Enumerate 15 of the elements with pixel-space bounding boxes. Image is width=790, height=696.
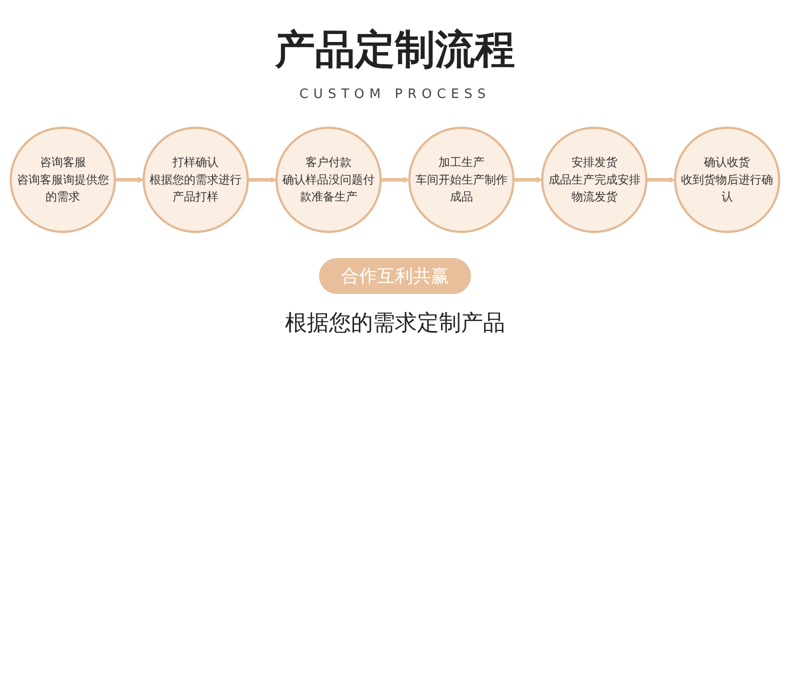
subtitle: CUSTOM PROCESS — [299, 87, 491, 102]
arrow — [380, 176, 410, 183]
arrow — [114, 176, 144, 183]
title: 产品定制流程 — [275, 26, 515, 75]
node-circle: 客户付款 确认样品没问题付款准备生产 — [275, 126, 382, 233]
slogan-text: 根据您的需求定制产品 — [285, 310, 505, 338]
node-circle: 确认收货 收到货物后进行确认 — [674, 126, 780, 233]
node-circle: 咨询客服 咨询客服询提供您的需求 — [10, 126, 116, 233]
node-circle: 打样确认 根据您的需求进行产品打样 — [142, 126, 249, 233]
arrow — [514, 176, 542, 183]
node-circle: 加工生产 车间开始生产制作成品 — [408, 126, 515, 233]
arrow — [646, 176, 676, 183]
tag-pill: 合作互利共赢 — [319, 258, 471, 294]
node-circle: 安排发货 成品生产完成安排物流发货 — [541, 126, 648, 233]
arrow — [248, 176, 277, 183]
